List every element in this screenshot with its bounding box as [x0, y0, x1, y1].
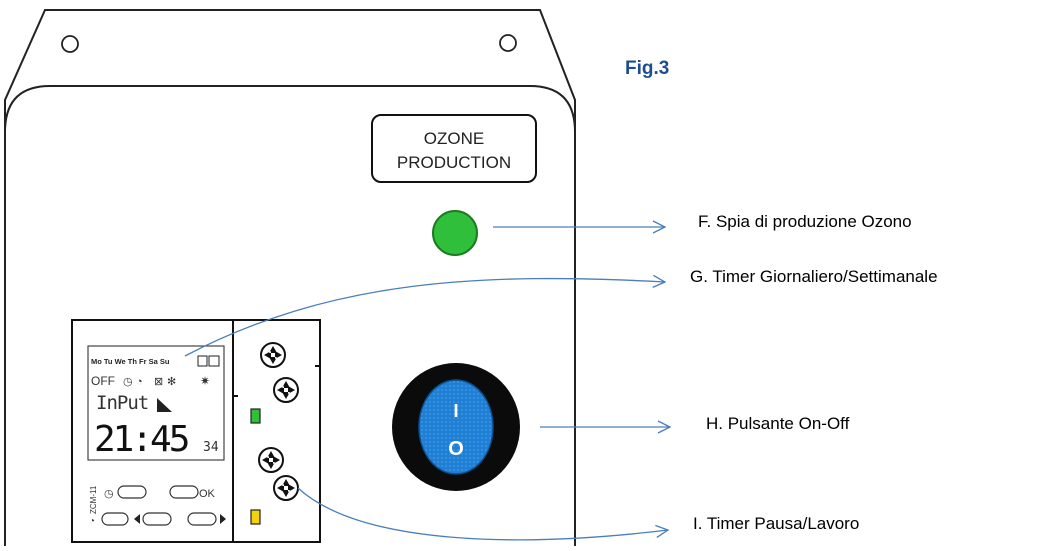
timer-status-off: OFF [91, 374, 115, 388]
callout-onoff-button: H. Pulsante On-Off [706, 414, 850, 433]
callout-daily-weekly-timer: G. Timer Giornaliero/Settimanale [690, 267, 938, 286]
callout-line-g [184, 279, 665, 357]
timer-clock-icon: ◷ [123, 376, 133, 388]
dial-3[interactable] [258, 447, 284, 473]
timer-seconds: 34 [203, 440, 219, 455]
figure-label: Fig.3 [625, 58, 670, 79]
timer-sun-icon: ✷ [200, 374, 210, 388]
timer-manual-icon: ◔ [89, 516, 95, 527]
timer-days-row: Mo Tu We Th Fr Sa Su [91, 357, 170, 366]
timer-snowflake-icon: ✻ [167, 376, 176, 388]
timer-button-clock[interactable] [117, 485, 147, 499]
timer-button-right[interactable] [187, 512, 217, 526]
mounting-hole-left [61, 35, 79, 53]
callout-pause-work-timer: I. Timer Pausa/Lavoro [693, 514, 860, 533]
callout-line-i [297, 487, 668, 541]
switch-off-symbol: O [448, 438, 464, 460]
dial-2[interactable] [273, 377, 299, 403]
onoff-switch[interactable] [418, 379, 494, 475]
timer-grid-icon: ⊠ [154, 376, 163, 388]
day-highlight-sa [197, 355, 208, 367]
timer-ok-label: OK [199, 488, 216, 500]
day-highlight-su [208, 355, 220, 367]
timer-clock-button-icon: ◷ [104, 488, 114, 500]
timer-green-led [250, 408, 261, 424]
timer-triangle-icon [157, 398, 172, 412]
panel-outline [4, 85, 576, 546]
timer-left-arrow-icon [134, 514, 140, 524]
timer-button-manual[interactable] [101, 512, 129, 526]
timer-model-label: ZCM-11 [89, 485, 98, 514]
callout-ozone-indicator: F. Spia di produzione Ozono [698, 212, 912, 231]
ozone-sign-line1: OZONE [424, 129, 484, 148]
timer-button-left[interactable] [142, 512, 172, 526]
ozone-indicator-light [432, 210, 478, 256]
timer-hand-icon: ◔ [136, 376, 143, 388]
mounting-hole-right [499, 34, 517, 52]
dial-4[interactable] [273, 475, 299, 501]
timer-right-arrow-icon [220, 514, 226, 524]
ozone-sign-line2: PRODUCTION [397, 153, 511, 172]
switch-on-symbol: I [453, 401, 458, 421]
timer-yellow-led [250, 509, 261, 525]
timer-mode-text: InPut [96, 392, 148, 414]
timer-lcd [87, 345, 225, 461]
timer-button-ok[interactable] [169, 485, 199, 499]
dial-1[interactable] [260, 342, 286, 368]
ozone-sign-box [371, 114, 537, 183]
timer-time: 21:45 [94, 419, 188, 460]
